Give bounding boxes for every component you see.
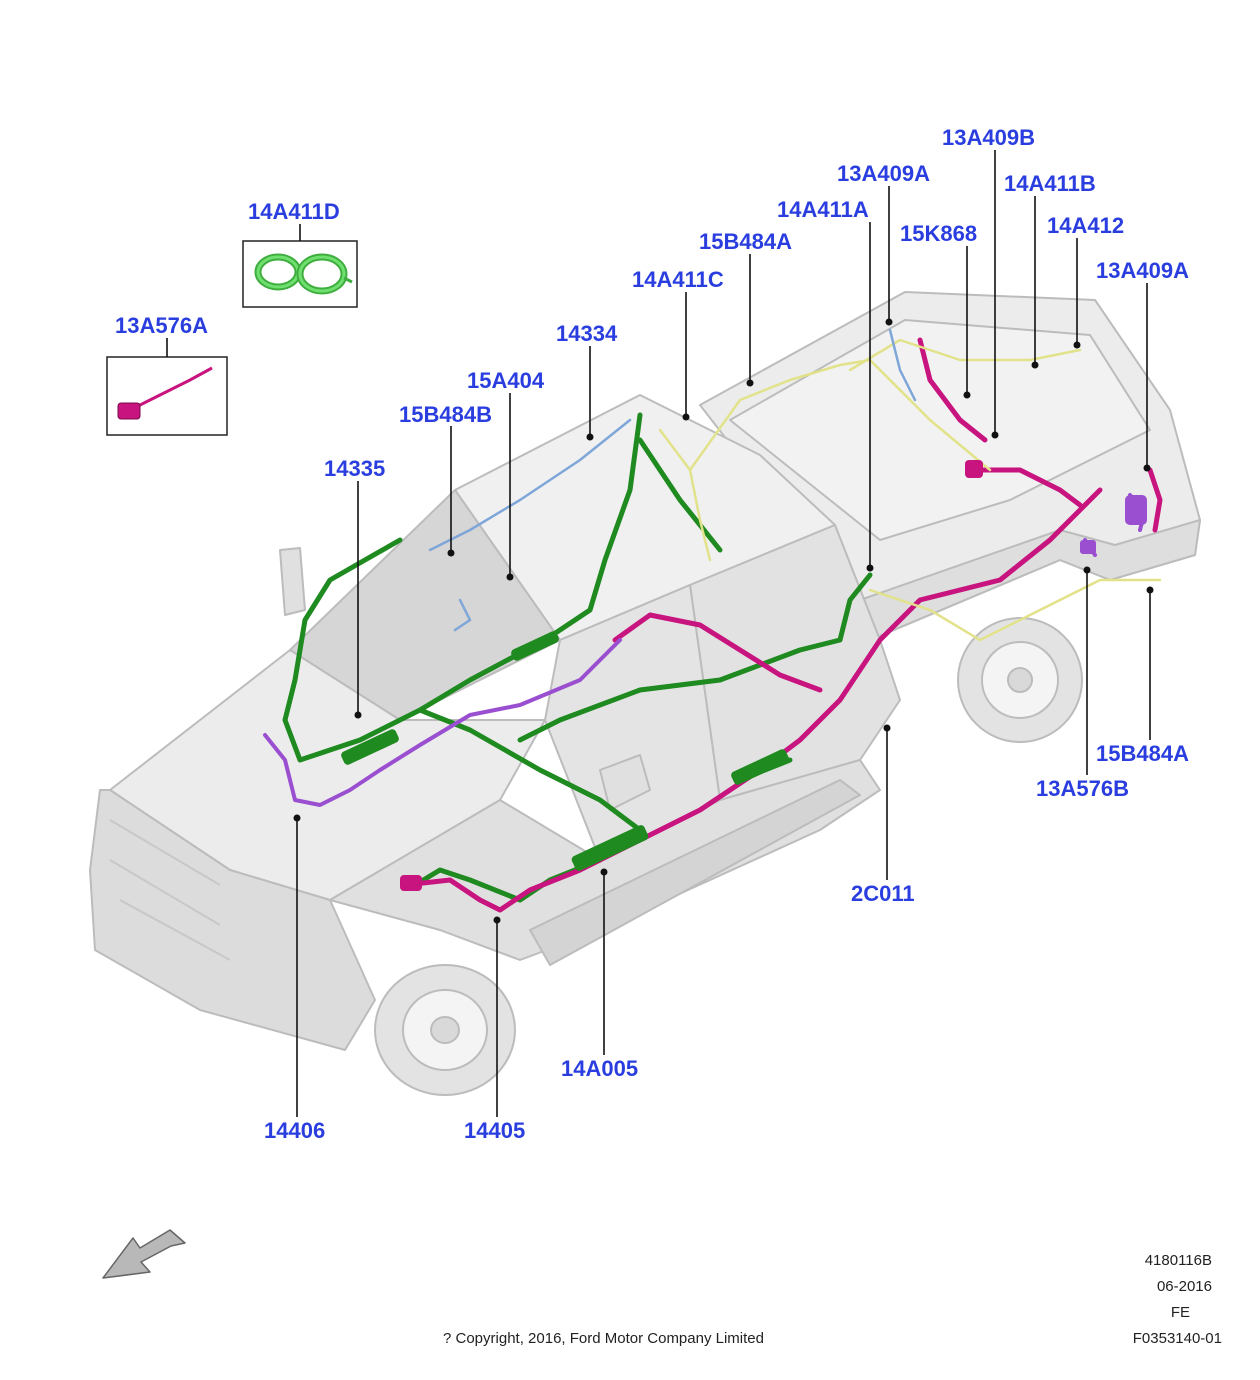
callout-14A005: 14A005 <box>561 1056 639 1081</box>
harness-blue <box>428 328 917 632</box>
callout-14A411C: 14A411C <box>632 267 724 292</box>
callout-14A411D: 14A411D <box>248 199 340 224</box>
copyright-notice: ? Copyright, 2016, Ford Motor Company Li… <box>443 1330 764 1347</box>
leader-dots <box>293 318 1154 924</box>
callout-15B484B: 15B484B <box>399 402 492 427</box>
callout-14A411B: 14A411B <box>1004 171 1096 196</box>
callout-14405: 14405 <box>464 1118 526 1143</box>
figure-date: 06-2016 <box>1156 1278 1212 1295</box>
callout-13A409A-right: 13A409A <box>1096 258 1189 283</box>
figure-id: F0353140-01 <box>1132 1330 1222 1347</box>
callout-13A409B: 13A409B <box>942 125 1035 150</box>
harness-yellow <box>658 338 1162 642</box>
callout-15B484A-top: 15B484A <box>699 229 792 254</box>
callout-14335: 14335 <box>324 456 386 481</box>
callout-13A409A-top: 13A409A <box>837 161 930 186</box>
front-direction-arrow-icon <box>102 1229 186 1279</box>
callout-14334: 14334 <box>556 321 618 346</box>
leader-lines <box>166 150 1151 1117</box>
callout-15K868: 15K868 <box>900 221 978 246</box>
pigtail-connector-icon <box>106 356 228 436</box>
callout-14A411A: 14A411A <box>777 197 869 222</box>
callout-15A404: 15A404 <box>467 368 545 393</box>
callout-2C011: 2C011 <box>851 881 915 906</box>
figure-ref-code: 4180116B <box>1144 1252 1212 1269</box>
figure-region: FE <box>1170 1304 1190 1321</box>
pickup-truck-body <box>89 291 1201 1096</box>
callout-13A576A: 13A576A <box>115 313 208 338</box>
clock-spring-coil-icon <box>242 240 358 308</box>
harness-connectors <box>341 460 1147 891</box>
callout-13A576B: 13A576B <box>1036 776 1129 801</box>
callout-15B484A-right: 15B484A <box>1096 741 1189 766</box>
callout-14406: 14406 <box>264 1118 326 1143</box>
callout-14A412: 14A412 <box>1047 213 1125 238</box>
